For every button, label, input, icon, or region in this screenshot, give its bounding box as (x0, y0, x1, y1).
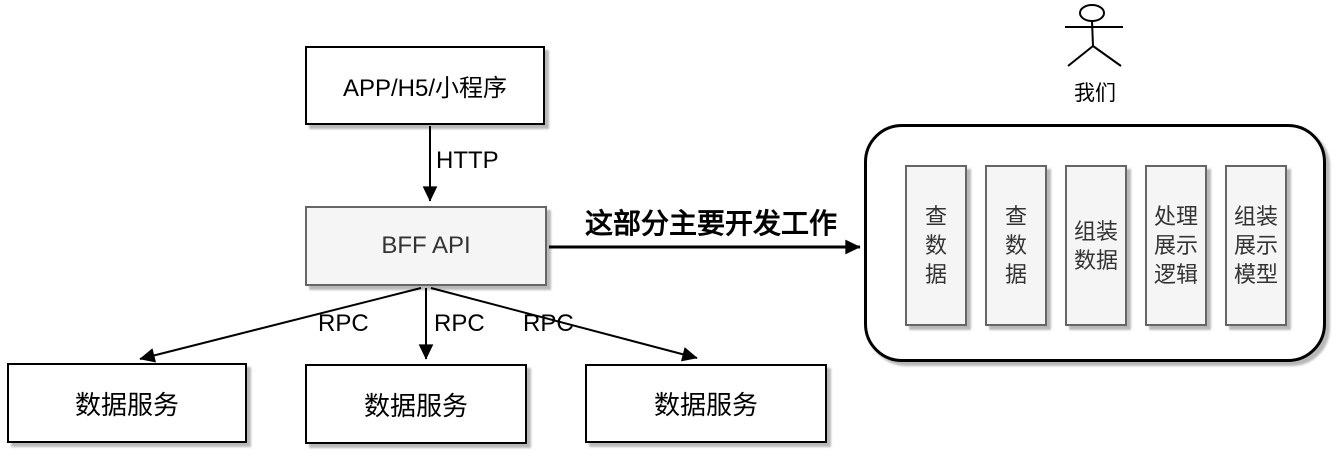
actor-leg-right (1092, 45, 1122, 67)
work-step-query-data-1: 查 数 据 (905, 165, 967, 326)
main-dev-work-label: 这部分主要开发工作 (585, 208, 838, 239)
client-app-label: APP/H5/小程序 (342, 75, 508, 102)
work-step-display-model: 组装 展示 模型 (1225, 165, 1287, 326)
work-step-label: 查 数 据 (1004, 204, 1027, 287)
rpc-edge-label-3: RPC (523, 310, 574, 337)
data-service-label: 数据服务 (74, 389, 179, 420)
rpc-arrow-left (139, 287, 422, 363)
work-step-query-data-2: 查 数 据 (985, 165, 1047, 326)
actor-body (1091, 20, 1094, 47)
data-service-box-3: 数据服务 (585, 364, 827, 443)
data-service-box-2: 数据服务 (305, 364, 527, 444)
actor-leg-left (1067, 45, 1094, 67)
work-step-label: 组装 数据 (1073, 218, 1118, 273)
bff-api-box: BFF API (305, 206, 547, 286)
work-step-label: 处理 展示 逻辑 (1153, 204, 1198, 287)
rpc-edge-label-2: RPC (434, 310, 485, 337)
work-step-label: 查 数 据 (924, 204, 947, 287)
work-step-display-logic: 处理 展示 逻辑 (1145, 165, 1207, 326)
work-step-label: 组装 展示 模型 (1233, 204, 1278, 287)
data-service-box-1: 数据服务 (7, 363, 247, 443)
actor-icon (1065, 4, 1123, 67)
actor-label: 我们 (1074, 82, 1116, 105)
work-step-assemble-data: 组装 数据 (1065, 165, 1127, 326)
bff-api-label: BFF API (381, 232, 471, 259)
data-service-label: 数据服务 (653, 390, 758, 420)
actor-head (1079, 4, 1105, 22)
data-service-label: 数据服务 (363, 390, 468, 421)
rpc-edge-label-1: RPC (318, 310, 369, 337)
http-edge-label: HTTP (436, 147, 499, 174)
client-app-box: APP/H5/小程序 (305, 46, 545, 125)
